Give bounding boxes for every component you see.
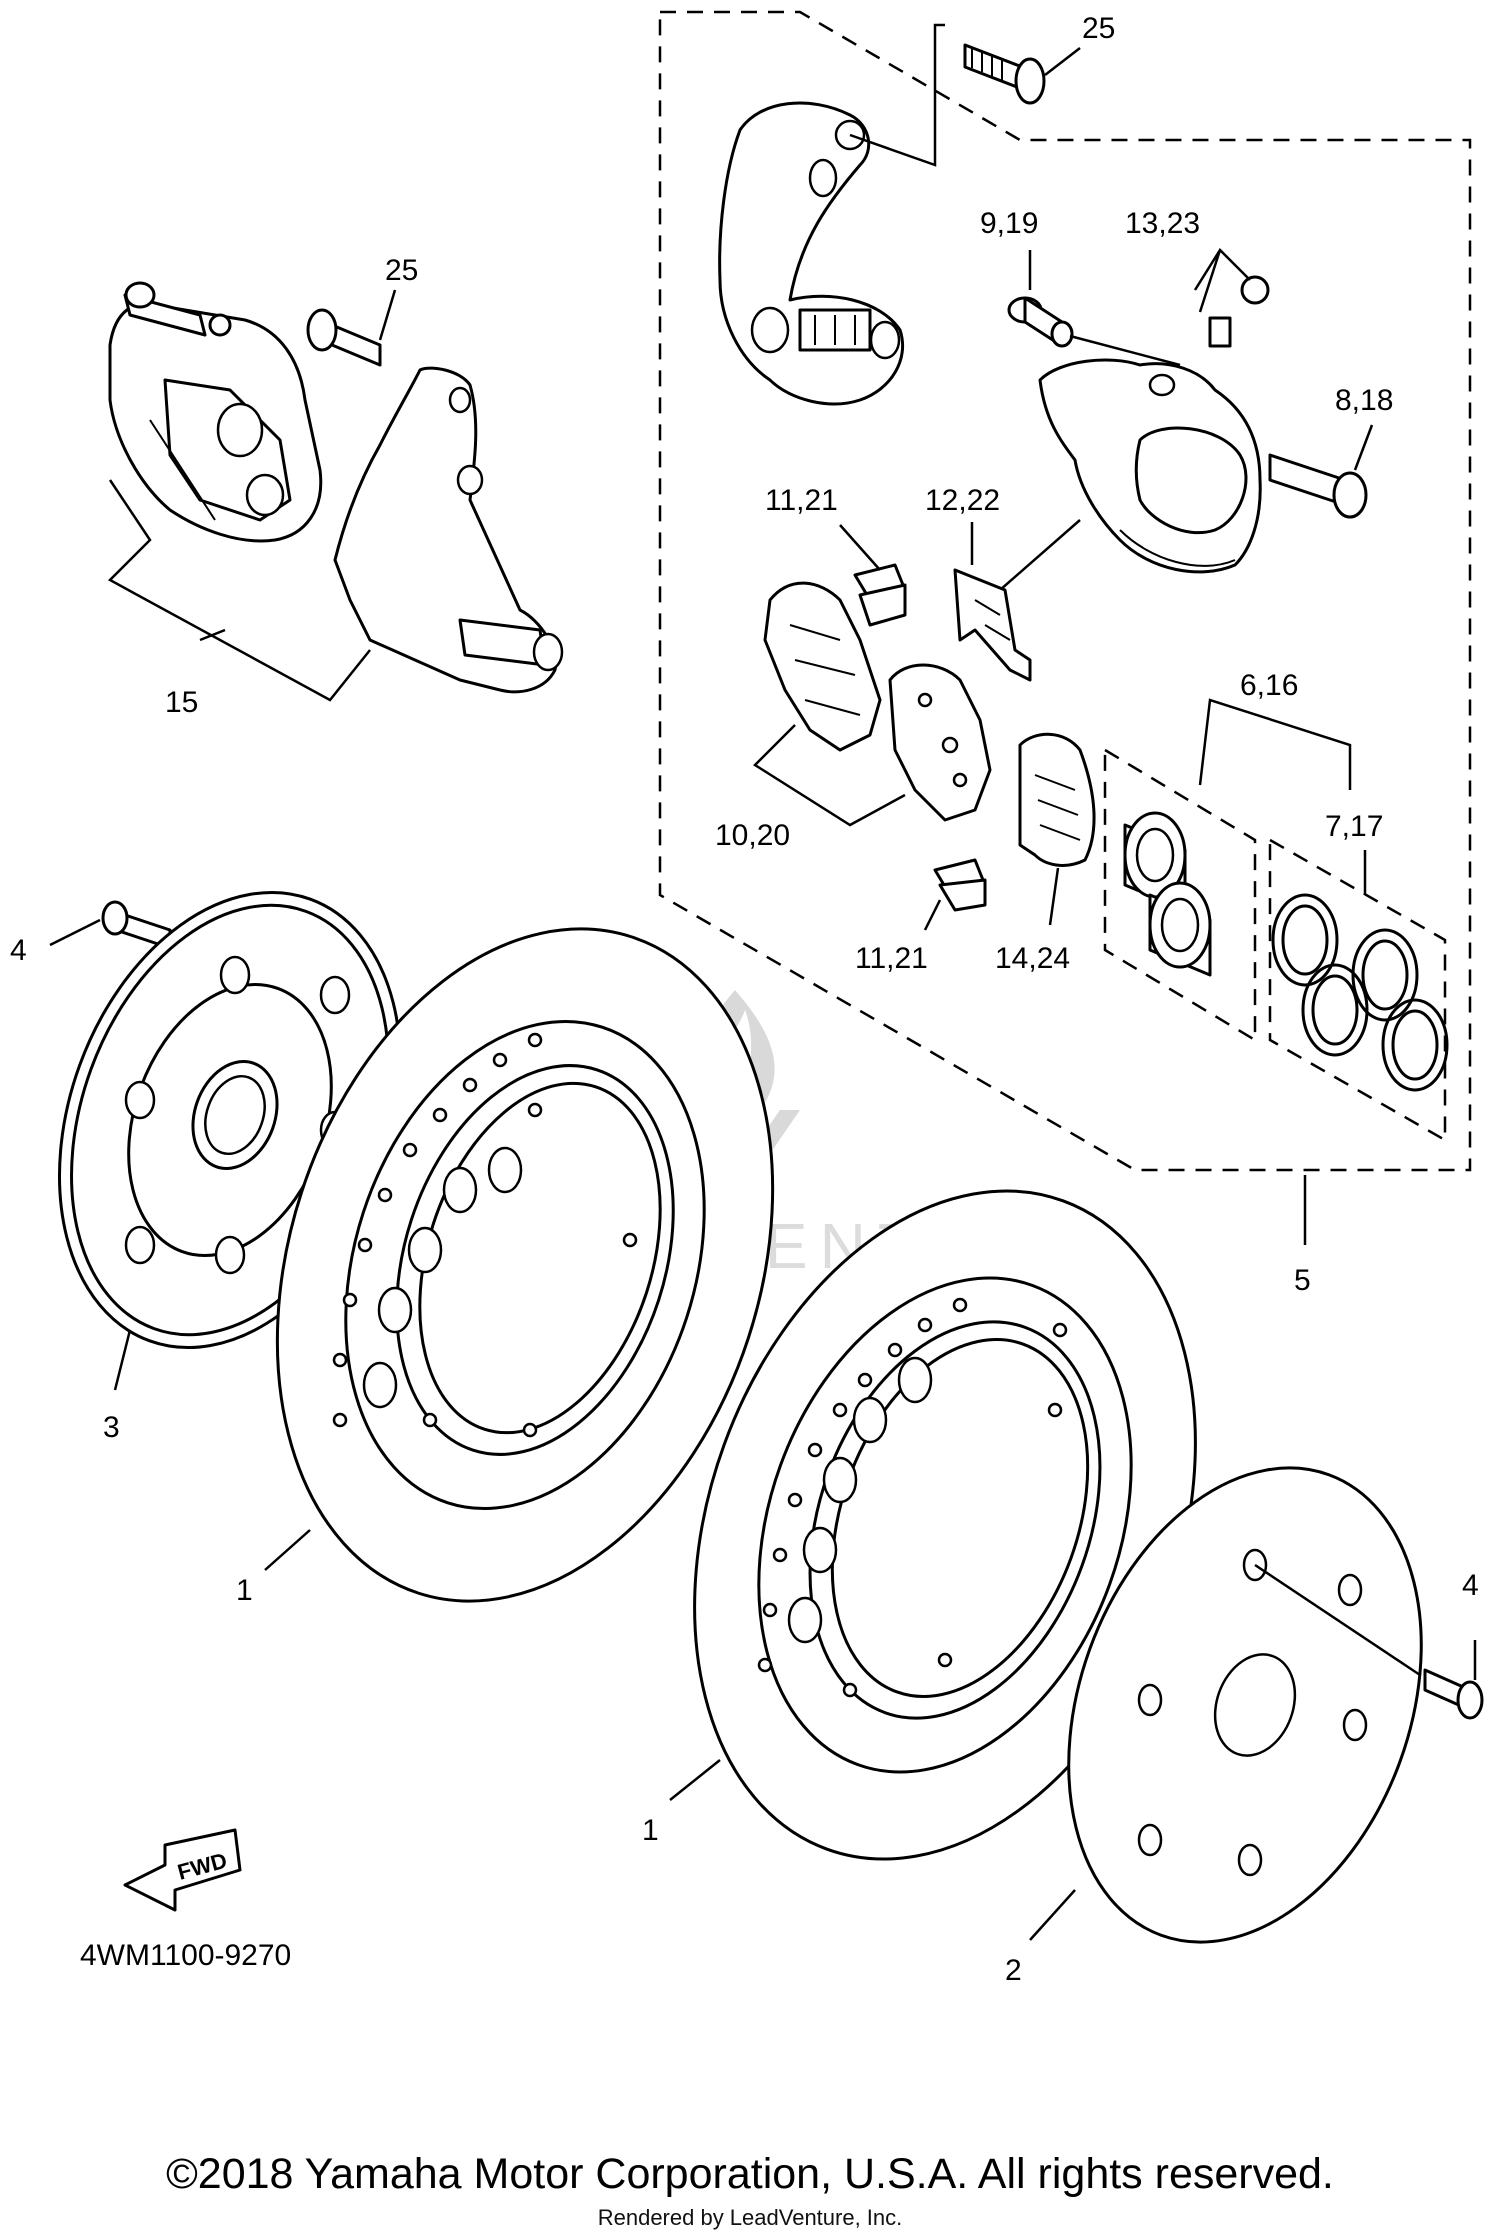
- leader-25-left: [380, 290, 395, 340]
- caliper-assembly-15: [110, 283, 321, 541]
- clip-11-21-bottom: [935, 860, 985, 910]
- leader-11-21-bottom: [925, 900, 940, 930]
- pistons-6-16: [1125, 813, 1210, 975]
- leader-14-24: [1050, 868, 1058, 925]
- spring-12-22: [955, 570, 1030, 680]
- caliper-bracket-top: [720, 103, 903, 404]
- callout-3: 3: [103, 1411, 120, 1444]
- callout-8-18: 8,18: [1335, 384, 1393, 417]
- bleeder-9-19: [1009, 298, 1072, 346]
- callout-6-16: 6,16: [1240, 669, 1298, 702]
- diagram-code: 4WM1100-9270: [80, 1939, 291, 1972]
- callout-5: 5: [1294, 1264, 1311, 1297]
- callout-11-21-bottom: 11,21: [855, 942, 928, 975]
- callout-7-17: 7,17: [1325, 810, 1383, 843]
- callout-15: 15: [165, 686, 198, 719]
- callout-25-left: 25: [385, 254, 418, 287]
- leader-2: [1030, 1890, 1075, 1940]
- leader-4-left: [50, 920, 100, 945]
- copyright-notice: ©2018 Yamaha Motor Corporation, U.S.A. A…: [0, 2150, 1500, 2199]
- fwd-arrow: FWD: [125, 1830, 240, 1910]
- leader-25-top: [1045, 48, 1080, 75]
- shim-14-24: [1020, 734, 1094, 865]
- callout-2: 2: [1005, 1954, 1022, 1987]
- leader-6-16: [1200, 700, 1350, 790]
- pin-bolt-8-18: [1270, 455, 1366, 517]
- pad-10-20-inner: [890, 665, 990, 820]
- callout-9-19: 9,19: [980, 207, 1038, 240]
- leader-1-left: [265, 1530, 310, 1570]
- leader-13-23: [1195, 250, 1250, 312]
- rendered-by: Rendered by LeadVenture, Inc.: [0, 2205, 1500, 2231]
- bolt-25-left: [308, 310, 380, 365]
- callout-4-right: 4: [1462, 1569, 1479, 1602]
- callout-13-23: 13,23: [1125, 207, 1200, 240]
- callout-1-right: 1: [642, 1814, 659, 1847]
- leader-11-21-top: [840, 525, 880, 570]
- bracket-15: [335, 368, 562, 692]
- callout-12-22: 12,22: [925, 484, 1000, 517]
- callout-11-21-top: 11,21: [765, 484, 838, 517]
- callout-1-left: 1: [236, 1574, 253, 1607]
- pad-10-20-outer: [765, 583, 880, 750]
- callout-25-top: 25: [1082, 12, 1115, 45]
- leader-1-right: [670, 1760, 720, 1800]
- callout-14-24: 14,24: [995, 942, 1070, 975]
- bolt-25-top: [965, 45, 1044, 103]
- caliper-top-pad-line: [1000, 520, 1080, 590]
- bolt-4-right: [1425, 1670, 1482, 1718]
- leader-8-18: [1355, 425, 1372, 470]
- callout-4-left: 4: [10, 934, 27, 967]
- caliper-body-top: [1040, 360, 1260, 572]
- clip-11-21-top: [855, 565, 905, 625]
- seals-7-17: [1273, 895, 1447, 1090]
- leader-3: [115, 1330, 130, 1390]
- cap-13-23: [1210, 277, 1268, 346]
- callout-10-20: 10,20: [715, 819, 790, 852]
